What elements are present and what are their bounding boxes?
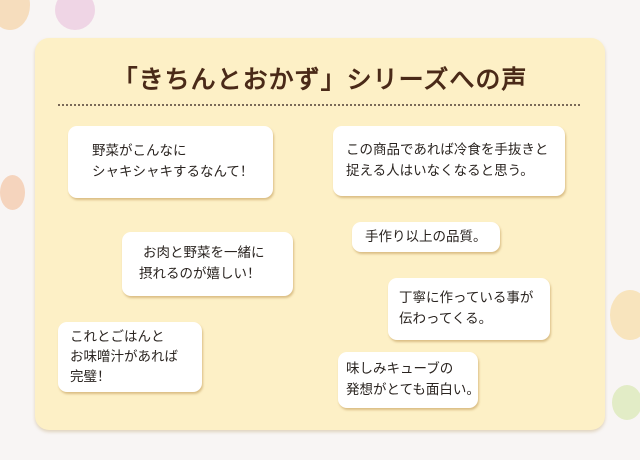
comment-bubble: 味しみキューブの 発想がとても面白い。 [338, 352, 480, 408]
comment-line: 発想がとても面白い。 [346, 382, 480, 398]
comment-line: 完璧！ [70, 369, 111, 385]
comment-bubble: この商品であれば冷食を手抜きと 捉える人はいなくなると思う。 [333, 126, 565, 196]
comment-line: 味しみキューブの [346, 361, 454, 377]
decor-circle [0, 175, 25, 210]
comment-bubble: 野菜がこんなに シャキシャキするなんて！ [68, 126, 273, 198]
dotted-divider [58, 104, 580, 106]
decor-circle [612, 385, 640, 420]
decor-circle [0, 0, 30, 30]
comment-line: 摂れるのが嬉しい！ [139, 266, 261, 282]
comment-line: 野菜がこんなに [92, 143, 187, 159]
comment-line: お肉と野菜を一緒に [143, 245, 265, 261]
comment-line: 伝わってくる。 [399, 311, 493, 327]
comment-bubble: 丁寧に作っている事が 伝わってくる。 [388, 278, 550, 340]
comment-line: 手作り以上の品質。 [365, 228, 487, 245]
decor-circle [610, 290, 640, 340]
comment-line: 捉える人はいなくなると思う。 [346, 163, 534, 179]
comment-line: これとごはんと [70, 329, 165, 345]
comment-bubble: 手作り以上の品質。 [352, 222, 500, 252]
comment-line: シャキシャキするなんて！ [92, 164, 254, 180]
comment-bubble: これとごはんと お味噌汁があれば 完璧！ [58, 322, 202, 392]
page-title: 「きちんとおかず」シリーズへの声 [112, 65, 528, 94]
comment-line: お味噌汁があれば [70, 349, 178, 365]
decor-circle [55, 0, 95, 30]
comment-line: この商品であれば冷食を手抜きと [346, 142, 549, 158]
comment-bubble: お肉と野菜を一緒に 摂れるのが嬉しい！ [122, 232, 293, 296]
comment-line: 丁寧に作っている事が [399, 290, 534, 306]
